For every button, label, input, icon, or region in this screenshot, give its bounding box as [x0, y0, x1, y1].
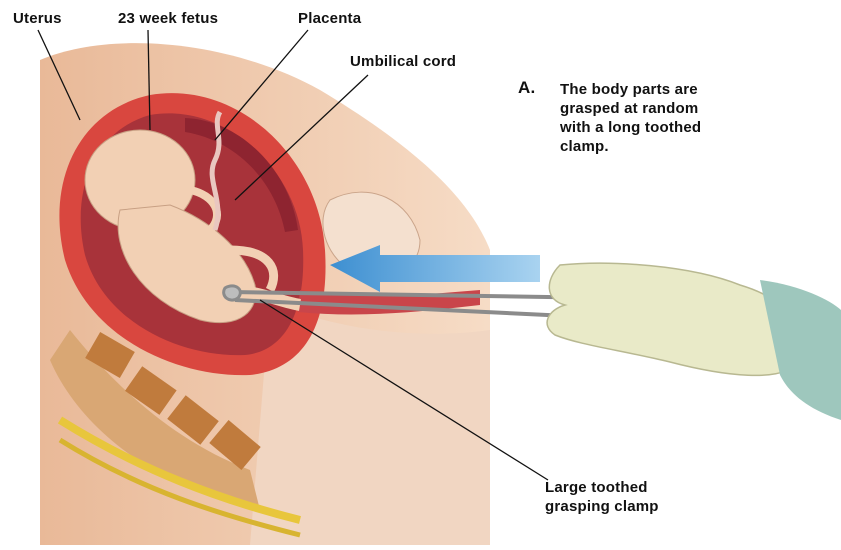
- label-clamp: Large toothed grasping clamp: [545, 478, 659, 516]
- label-placenta: Placenta: [298, 9, 361, 28]
- caption-text: The body parts are grasped at random wit…: [560, 80, 701, 156]
- gloved-hand: [547, 263, 841, 420]
- caption-letter: A.: [518, 78, 535, 97]
- label-fetus: 23 week fetus: [118, 9, 218, 28]
- label-uterus: Uterus: [13, 9, 62, 28]
- label-umbilical-cord: Umbilical cord: [350, 52, 456, 71]
